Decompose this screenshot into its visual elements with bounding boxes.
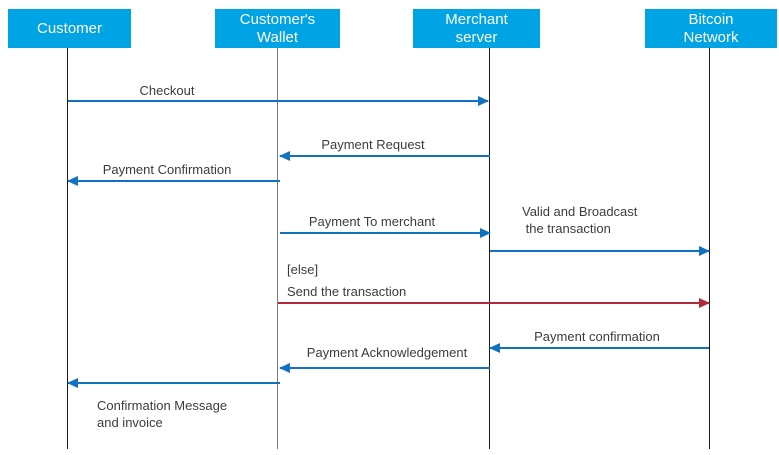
- actor-customer: Customer: [8, 9, 131, 48]
- arrowhead-left-icon: [67, 378, 78, 388]
- message-send-transaction-label: Send the transaction: [287, 284, 407, 299]
- message-payment-confirmation2-arrow: [489, 343, 709, 353]
- arrowhead-right-icon: [478, 96, 489, 106]
- message-valid-broadcast-arrow: [490, 246, 710, 256]
- actor-bitcoin-network-label: Bitcoin Network: [683, 10, 739, 46]
- actor-bitcoin-network: Bitcoin Network: [645, 9, 777, 48]
- arrowhead-right-icon: [480, 228, 491, 238]
- arrowhead-left-icon: [67, 176, 78, 186]
- message-payment-acknowledgement-label: Payment Acknowledgement: [306, 345, 468, 360]
- arrowhead-right-icon: [699, 246, 710, 256]
- lifeline-customers-wallet: [277, 48, 278, 449]
- message-payment-request-label: Payment Request: [321, 137, 425, 152]
- fragment-else-label: [else]: [287, 262, 319, 277]
- arrowhead-left-icon: [279, 151, 290, 161]
- message-payment-acknowledgement-arrow: [279, 363, 490, 373]
- message-confirmation-invoice-label: Confirmation Message and invoice: [97, 398, 228, 430]
- actor-merchant-server: Merchant server: [413, 9, 540, 48]
- message-payment-to-merchant-label: Payment To merchant: [308, 214, 436, 229]
- message-checkout-label: Checkout: [139, 83, 195, 98]
- arrowhead-left-icon: [489, 343, 500, 353]
- arrowhead-right-icon: [699, 298, 710, 308]
- message-payment-to-merchant-arrow: [280, 228, 491, 238]
- actor-customers-wallet-label: Customer's Wallet: [239, 10, 316, 46]
- message-payment-confirmation-label: Payment Confirmation: [102, 162, 232, 177]
- actor-customers-wallet: Customer's Wallet: [215, 9, 340, 48]
- message-payment-request-arrow: [279, 151, 490, 161]
- lifeline-merchant-server: [489, 48, 490, 449]
- message-checkout-arrow: [68, 96, 489, 106]
- actor-merchant-server-label: Merchant server: [445, 10, 508, 46]
- actor-customer-label: Customer: [36, 19, 103, 37]
- message-payment-confirmation2-label: Payment confirmation: [534, 329, 660, 344]
- message-confirmation-invoice-arrow: [67, 378, 280, 388]
- message-valid-broadcast-label: Valid and Broadcast the transaction: [522, 204, 638, 236]
- arrowhead-left-icon: [279, 363, 290, 373]
- lifeline-customer: [67, 48, 68, 449]
- message-payment-confirmation-arrow: [67, 176, 280, 186]
- message-send-transaction-arrow: [278, 298, 710, 308]
